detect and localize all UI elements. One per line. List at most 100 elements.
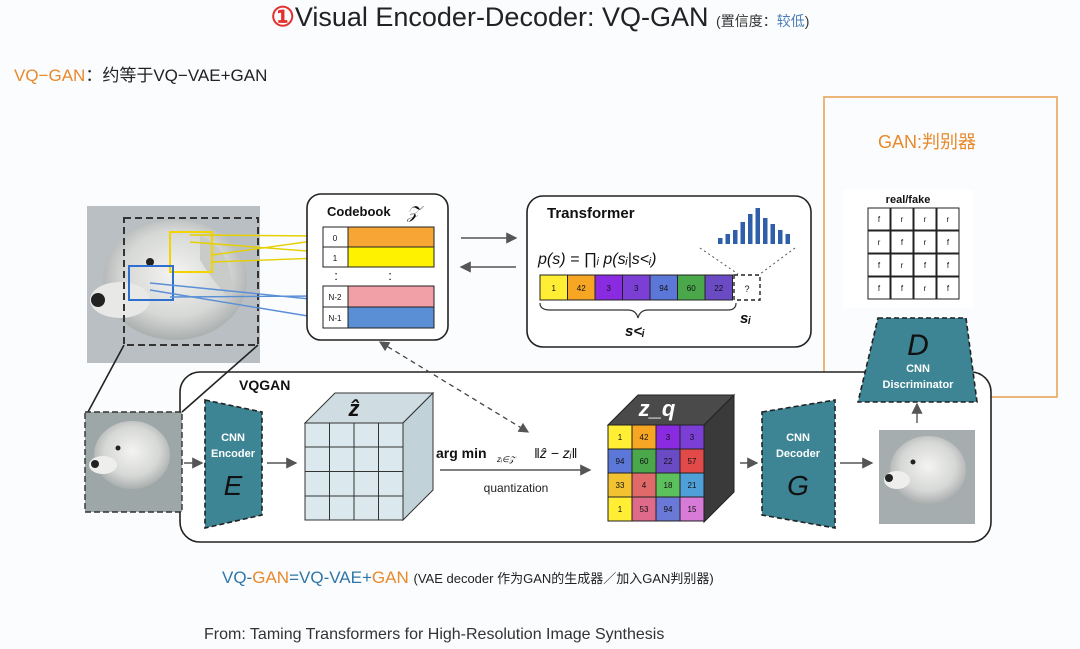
discriminator-symbol: D (907, 329, 929, 362)
histogram-bar (718, 238, 723, 244)
zq-cell (655, 472, 681, 498)
cnn-discriminator: D CNN Discriminator (856, 317, 978, 403)
step-number: ① (270, 2, 295, 32)
histogram-bar (778, 230, 783, 244)
z-hat-cube: ẑ (303, 391, 435, 522)
zq-value: 3 (690, 433, 695, 442)
s-i-label: sᵢ (740, 310, 751, 327)
quantization-step: arg min zᵢ∈𝒵 ‖ẑ − zᵢ‖ quantization (436, 445, 592, 495)
s-less-label: s<ᵢ (625, 323, 645, 340)
patch-cell (936, 276, 960, 300)
codebook-panel: Codebook 𝒵 0 1 N-2 N-1 : : (306, 193, 449, 341)
token-cell (704, 274, 733, 301)
zq-value: 94 (616, 457, 625, 466)
codebook-index-0: 0 (333, 234, 338, 243)
patch-cell (913, 207, 937, 231)
zq-value: 4 (642, 481, 647, 490)
patch-cell (936, 207, 960, 231)
patch-label: f (878, 284, 881, 293)
token-value: 94 (659, 284, 668, 293)
discriminator-line2: Discriminator (883, 379, 955, 391)
argmin-norm: ‖ẑ − zᵢ‖ (534, 445, 577, 461)
codebook-ellipsis-right: : (388, 268, 392, 283)
zq-cell (679, 472, 705, 498)
quantization-label: quantization (484, 481, 549, 495)
token-value: 60 (687, 284, 696, 293)
zq-cell (679, 496, 705, 522)
patch-cell (913, 253, 937, 277)
histogram-bar (763, 218, 768, 244)
patch-label: r (901, 261, 904, 270)
patch-cell (890, 230, 914, 254)
codebook-index-n-1: N-1 (329, 314, 342, 323)
codebook-lookup-arrow (378, 341, 530, 433)
subtitle-term: VQ−GAN (14, 66, 86, 85)
patch-label: f (901, 284, 904, 293)
token-value: 1 (552, 284, 557, 293)
zq-value: 1 (618, 433, 623, 442)
patch-cell (867, 230, 891, 254)
patch-cell (890, 253, 914, 277)
dog-thumbnail (84, 411, 183, 513)
token-cell (539, 274, 568, 301)
histogram-bar (740, 222, 745, 244)
token-value: 3 (634, 284, 639, 293)
zq-value: 33 (616, 481, 625, 490)
next-token-unknown: ? (744, 284, 749, 294)
formula-gan-2: GAN (371, 568, 409, 587)
patch-label: f (901, 238, 904, 247)
cnn-encoder: CNN Encoder E (204, 399, 263, 530)
real-fake-title: real/fake (886, 194, 931, 206)
histogram-bar (725, 234, 730, 244)
patch-cell (913, 230, 937, 254)
confidence-close: ) (804, 13, 810, 29)
patch-cell (867, 276, 891, 300)
decoder-line2: Decoder (776, 448, 821, 460)
token-cell (677, 274, 706, 301)
argmin-label: arg min (436, 445, 487, 461)
histogram-bar (748, 214, 753, 244)
zq-value: 1 (618, 505, 623, 514)
zq-cell (679, 448, 705, 474)
encoder-symbol: E (224, 470, 243, 501)
patch-cell (890, 207, 914, 231)
histogram-bar (733, 230, 738, 244)
zq-value: 57 (688, 457, 697, 466)
patch-label: f (947, 238, 950, 247)
discriminator-line1: CNN (906, 363, 930, 375)
patch-label: f (924, 261, 927, 270)
decoder-line1: CNN (786, 432, 810, 444)
codebook-entry-n-1 (347, 306, 435, 329)
patch-cell (867, 253, 891, 277)
histogram-bar (770, 224, 775, 244)
codebook-ellipsis-left: : (334, 268, 338, 283)
encoder-line2: Encoder (211, 448, 256, 460)
source-citation: From: Taming Transformers for High-Resol… (204, 626, 665, 643)
patch-label: r (878, 238, 881, 247)
histogram-bar (785, 234, 790, 244)
patch-cell (936, 230, 960, 254)
codebook-symbol: 𝒵 (406, 203, 424, 222)
zq-value: 60 (640, 457, 649, 466)
zq-label: z_q (638, 396, 676, 421)
patch-label: f (878, 215, 881, 224)
zq-value: 94 (664, 505, 673, 514)
token-value: 42 (577, 284, 586, 293)
confidence-value: 较低 (776, 13, 805, 29)
patch-label: r (924, 284, 927, 293)
summary-formula: VQ-GAN=VQ-VAE+GAN (VAE decoder 作为GAN的生成器… (222, 568, 714, 588)
subtitle-text: ：约等于VQ−VAE+GAN (85, 66, 268, 85)
dog-photo (87, 206, 260, 363)
confidence-note: (置信度：较低) (716, 13, 809, 29)
patch-cell (867, 207, 891, 231)
patch-label: f (878, 261, 881, 270)
probability-histogram (718, 208, 790, 244)
encoder-line1: CNN (221, 432, 245, 444)
patch-label: r (901, 215, 904, 224)
zq-cell (655, 496, 681, 522)
